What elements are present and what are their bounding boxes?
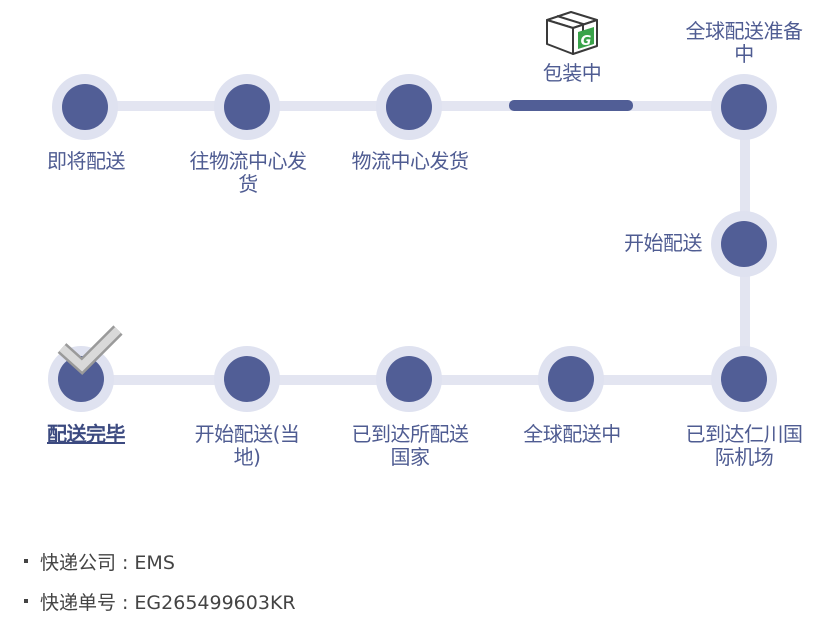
step-label-center-shipped: 物流中心发货 xyxy=(351,149,470,173)
package-box-icon: G xyxy=(546,11,598,55)
step-label-arrived-country: 已到达所配送国家 xyxy=(351,422,470,469)
tracking-number-label: 快递单号 xyxy=(40,592,117,614)
package-logo-letter: G xyxy=(581,34,592,49)
progress-bar-packing xyxy=(509,100,633,111)
step-dot xyxy=(721,221,767,267)
step-node-local-start xyxy=(214,346,280,412)
step-label-incheon: 已到达仁川国际机场 xyxy=(685,422,804,469)
step-label-local-start: 开始配送(当地) xyxy=(194,422,300,469)
tracking-number-row: 快递单号:EG265499603KR xyxy=(24,592,296,614)
step-label-packing: 包装中 xyxy=(542,61,602,85)
courier-company-row: 快递公司:EMS xyxy=(24,552,175,574)
step-node-center-shipped xyxy=(376,74,442,140)
step-label-start: 开始配送 xyxy=(624,231,703,255)
checkmark-icon xyxy=(57,325,123,375)
step-label-done[interactable]: 配送完毕 xyxy=(47,422,126,446)
step-node-global-prep xyxy=(711,74,777,140)
courier-company-value: EMS xyxy=(134,552,175,574)
step-label-global-prep: 全球配送准备中 xyxy=(685,19,804,66)
courier-company-label: 快递公司 xyxy=(40,552,117,574)
step-dot xyxy=(721,84,767,130)
step-node-to-center xyxy=(214,74,280,140)
separator: : xyxy=(122,592,129,614)
step-node-start xyxy=(711,211,777,277)
step-dot xyxy=(548,356,594,402)
step-node-incheon xyxy=(711,346,777,412)
step-node-ready xyxy=(52,74,118,140)
step-dot xyxy=(386,356,432,402)
step-dot xyxy=(62,84,108,130)
step-node-arrived-country xyxy=(376,346,442,412)
step-dot xyxy=(386,84,432,130)
step-label-to-center: 往物流中心发货 xyxy=(189,149,308,196)
step-dot xyxy=(224,84,270,130)
bullet xyxy=(24,598,28,603)
tracking-number-value[interactable]: EG265499603KR xyxy=(134,592,296,614)
separator: : xyxy=(122,552,129,574)
step-label-global-in-progress: 全球配送中 xyxy=(523,422,621,446)
step-node-global-in-progress xyxy=(538,346,604,412)
step-dot xyxy=(721,356,767,402)
step-dot xyxy=(224,356,270,402)
step-label-ready: 即将配送 xyxy=(47,149,126,173)
bullet xyxy=(24,558,28,563)
